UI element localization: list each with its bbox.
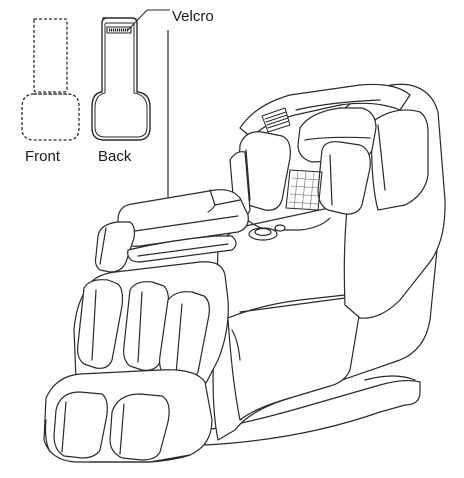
front-pad-cushion bbox=[21, 93, 80, 141]
front-pad-strap bbox=[33, 18, 68, 93]
chair-foot-well-right bbox=[109, 393, 170, 461]
chair-side-recess bbox=[227, 294, 361, 421]
chair-control-knob bbox=[248, 224, 286, 241]
velcro-callout-line bbox=[127, 9, 170, 31]
chair-vent-grille bbox=[261, 107, 291, 133]
chair-mesh-panel bbox=[285, 169, 323, 211]
velcro-label: Velcro bbox=[172, 8, 214, 25]
chair-foot-well-left bbox=[53, 391, 108, 459]
chair-base bbox=[204, 379, 421, 446]
chair-calf-cushion-1 bbox=[77, 279, 124, 369]
back-pad-illustration bbox=[91, 17, 151, 141]
chair-seat-edge bbox=[127, 235, 237, 263]
front-pad-illustration bbox=[21, 18, 80, 141]
back-pad-outline bbox=[91, 17, 151, 141]
massage-chair-illustration bbox=[43, 83, 446, 463]
chair-armrest-front bbox=[94, 221, 136, 273]
back-pad-inner-outline bbox=[94, 22, 148, 138]
back-label: Back bbox=[98, 148, 132, 165]
chair-back-cushion-right bbox=[317, 141, 371, 215]
front-label: Front bbox=[25, 148, 61, 165]
